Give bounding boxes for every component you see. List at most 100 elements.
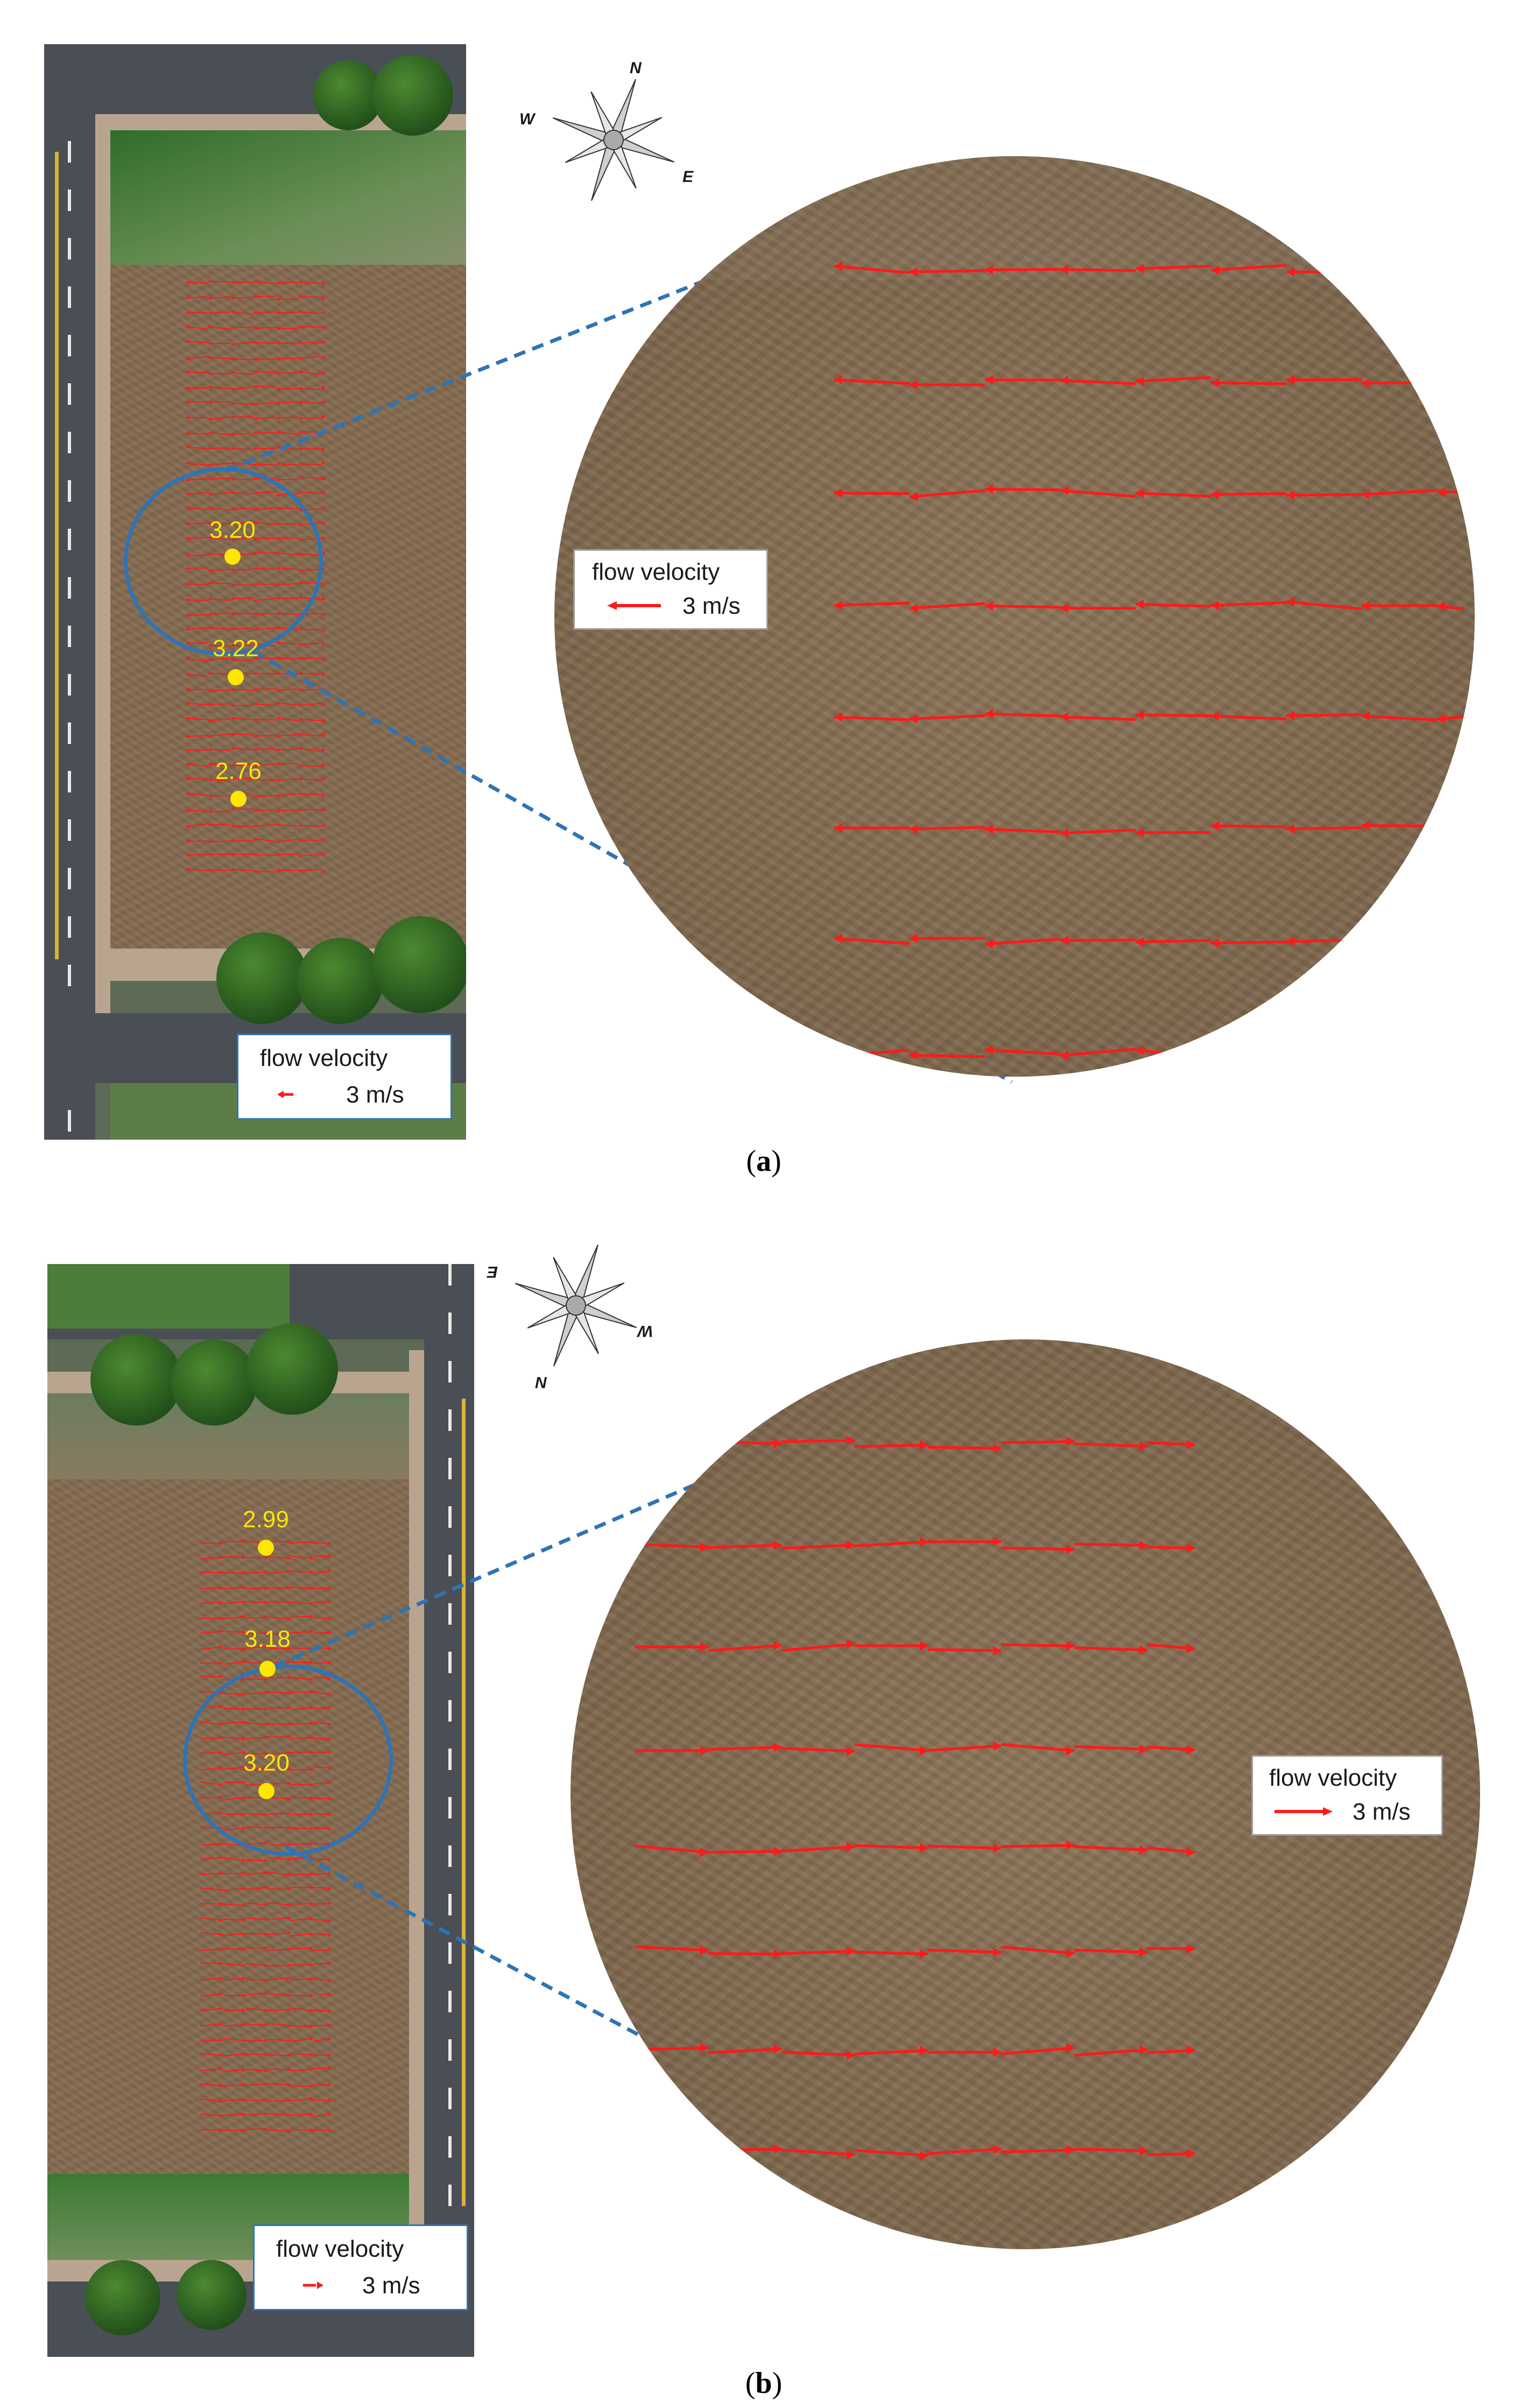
flow-vector-head — [321, 310, 325, 314]
flow-vector-head — [700, 1440, 708, 1450]
flow-vector — [222, 2053, 246, 2057]
flow-vector — [185, 763, 209, 767]
flow-vector — [200, 1993, 223, 1997]
flow-vector — [185, 823, 209, 827]
flow-vector-head — [1362, 1046, 1370, 1056]
flow-vector — [276, 431, 299, 436]
flow-vector — [290, 1555, 314, 1559]
flow-vector-head — [321, 629, 325, 633]
flow-vector-head — [242, 2068, 245, 2072]
flow-vector-head — [287, 2039, 291, 2043]
flow-vector — [245, 1902, 269, 1905]
flow-vector — [245, 2068, 269, 2072]
flow-vector-head — [186, 356, 189, 361]
flow-vector-head — [220, 2114, 223, 2118]
flow-vector-head — [910, 492, 918, 502]
compass-label-w: W — [638, 1322, 653, 1340]
flow-vector-head — [847, 2150, 855, 2160]
flow-vector — [253, 748, 277, 750]
flow-vector — [245, 1992, 269, 1996]
flow-vector-head — [186, 672, 189, 677]
flow-vector-head — [242, 1585, 245, 1589]
flow-vector — [1135, 492, 1212, 498]
flow-vector-head — [1437, 826, 1445, 836]
flow-vector — [245, 1571, 269, 1574]
flow-vector-head — [1362, 601, 1370, 611]
flow-vector-head — [328, 1961, 331, 1965]
flow-vector — [200, 2053, 223, 2056]
flow-vector-head — [254, 341, 257, 345]
flow-vector-head — [208, 671, 212, 676]
flow-vector-head — [208, 341, 212, 346]
flow-vector-head — [220, 2100, 223, 2104]
flow-vector — [321, 326, 323, 328]
flow-vector-head — [265, 1963, 268, 1968]
flow-vector-head — [773, 1846, 781, 1856]
flow-vector — [298, 356, 322, 359]
flow-vector-head — [254, 824, 257, 829]
flow-vector — [276, 342, 299, 345]
legend-value: 3 m/s — [1353, 1799, 1411, 1825]
flow-vector — [253, 763, 277, 767]
flow-vector-head — [254, 777, 257, 781]
flow-vector-head — [310, 1963, 313, 1967]
flow-vector-head — [321, 551, 325, 556]
panel-a: 3.20 3.22 2.76 flow velocity 3 m/s — [0, 0, 1528, 1201]
flow-vector-head — [310, 2053, 313, 2058]
flow-vector-head — [700, 1945, 708, 1955]
flow-vector — [208, 326, 231, 330]
flow-vector — [984, 712, 1061, 718]
flow-vector — [708, 1644, 782, 1652]
flow-vector-head — [186, 415, 189, 419]
flow-vector-head — [1060, 375, 1068, 385]
flow-vector — [298, 447, 322, 450]
velocity-label: 2.99 — [243, 1506, 289, 1533]
flow-vector-head — [299, 369, 302, 374]
flow-vector-head — [276, 641, 279, 645]
flow-vector — [253, 688, 277, 690]
flow-vector-head — [220, 1871, 223, 1875]
flow-vector-head — [299, 656, 302, 660]
flow-vector — [276, 372, 299, 374]
flow-vector — [298, 281, 322, 284]
flow-vector-head — [773, 2044, 781, 2054]
flow-vector-head — [242, 1871, 245, 1875]
flow-vector-head — [265, 1858, 268, 1863]
flow-vector-head — [231, 839, 234, 843]
flow-vector-head — [231, 687, 234, 691]
flow-vector — [321, 372, 323, 375]
flow-vector — [1074, 2048, 1148, 2057]
flow-vector-head — [993, 2047, 1001, 2058]
legend-value: 3 m/s — [362, 2272, 420, 2299]
flow-vector-head — [186, 734, 189, 739]
flow-vector — [781, 1845, 855, 1852]
flow-vector — [1135, 603, 1212, 608]
flow-vector — [267, 1948, 291, 1951]
flow-vector-head — [834, 600, 842, 610]
flow-vector-head — [231, 296, 234, 300]
flow-vector — [208, 733, 231, 737]
flow-vector-head — [186, 400, 189, 404]
flow-vector-head — [254, 417, 257, 421]
flow-vector — [253, 824, 277, 827]
flow-vector-head — [265, 1870, 268, 1875]
flow-vector-head — [993, 1947, 1001, 1957]
flow-vector-head — [321, 732, 325, 736]
flow-vector-head — [265, 2098, 268, 2103]
flow-vector-head — [773, 1540, 781, 1550]
flow-vector — [708, 2047, 782, 2054]
flow-vector — [267, 1556, 291, 1559]
strip-legend: flow velocity 3 m/s — [253, 2224, 468, 2311]
flow-vector — [185, 658, 209, 662]
flow-vector-head — [242, 2038, 245, 2043]
flow-vector — [708, 2147, 782, 2151]
flow-vector-head — [321, 340, 325, 345]
flow-vector — [185, 868, 209, 872]
tree — [313, 60, 383, 130]
flow-vector-head — [276, 748, 279, 752]
flow-vector-head — [208, 431, 212, 435]
flow-vector-head — [321, 399, 325, 404]
flow-vector-head — [220, 1991, 223, 1996]
flow-vector-head — [276, 461, 279, 466]
flow-vector — [222, 1963, 246, 1967]
